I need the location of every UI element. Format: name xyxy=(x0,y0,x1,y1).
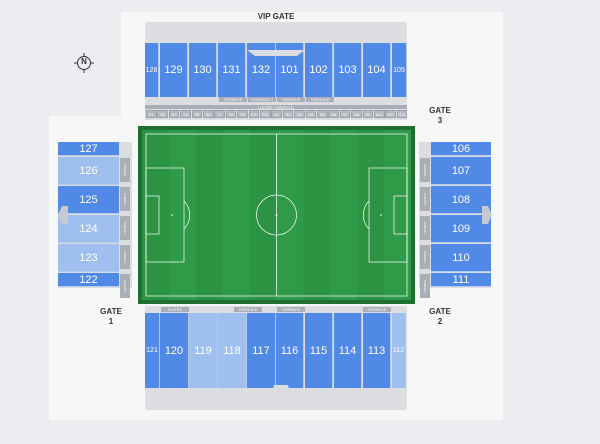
south-club-label: TERRACE xyxy=(234,307,262,312)
center-spot xyxy=(275,214,278,216)
pitch xyxy=(138,126,415,304)
west-cabana: CABANA xyxy=(120,274,130,298)
section-128[interactable]: 128 xyxy=(145,43,159,97)
pitch-stripe xyxy=(195,130,223,300)
center-circle xyxy=(256,194,297,236)
pitch-stripe xyxy=(357,130,385,300)
vip-gate-label: VIP GATE xyxy=(257,12,295,21)
west-cabana: CABANA xyxy=(120,245,130,269)
section-110[interactable]: 110 xyxy=(431,244,491,272)
east-cabana: CABANA xyxy=(420,245,430,269)
section-127[interactable]: 127 xyxy=(58,142,119,156)
south-club-label: SUITES xyxy=(161,307,189,312)
suite-box-N12[interactable]: N12 xyxy=(396,110,408,118)
section-102[interactable]: 102 xyxy=(305,43,333,97)
suite-box-S8[interactable]: S8 xyxy=(225,110,237,118)
section-117[interactable]: 117 xyxy=(247,313,276,388)
north-club-label: TERRACE 2 xyxy=(248,97,276,102)
suite-box-N7[interactable]: N7 xyxy=(339,110,351,118)
east-cabana: CABANA xyxy=(420,158,430,182)
section-109[interactable]: 109 xyxy=(431,215,491,243)
suite-box-N8[interactable]: N8 xyxy=(351,110,362,118)
section-111[interactable]: 111 xyxy=(431,273,491,287)
suite-box-S1[interactable]: S1 xyxy=(146,110,157,118)
suite-box-S5[interactable]: S5 xyxy=(191,110,203,118)
section-120[interactable]: 120 xyxy=(160,313,189,388)
north-club-label: TERRACE xyxy=(277,97,305,102)
section-125[interactable]: 125 xyxy=(58,186,119,214)
east-cabana: CABANA xyxy=(420,216,430,240)
section-122[interactable]: 122 xyxy=(58,273,119,287)
east-cabana: CABANA xyxy=(420,274,430,298)
east-tunnel xyxy=(482,206,492,224)
suite-box-N6[interactable]: N6 xyxy=(328,110,339,118)
vip-tunnel xyxy=(247,43,305,56)
pitch-stripe xyxy=(142,130,169,300)
section-104[interactable]: 104 xyxy=(363,43,391,97)
section-105[interactable]: 105 xyxy=(392,43,407,97)
suite-box-S9[interactable]: S9 xyxy=(237,110,248,118)
east-cabana: CABANA xyxy=(420,187,430,211)
south-tunnel xyxy=(272,380,290,393)
suite-box-S6[interactable]: S6 xyxy=(203,110,214,118)
suite-box-N1[interactable]: N1 xyxy=(271,110,282,118)
section-123[interactable]: 123 xyxy=(58,244,119,272)
section-113[interactable]: 113 xyxy=(363,313,391,388)
lodge-label: LODGE / MIDFIELD xyxy=(145,105,407,109)
suite-box-S3[interactable]: S3 xyxy=(168,110,180,118)
section-115[interactable]: 115 xyxy=(305,313,333,388)
west-cabana: CABANA xyxy=(120,187,130,211)
right-goal-area xyxy=(393,195,408,235)
suite-box-S2[interactable]: S2 xyxy=(157,110,168,118)
section-130[interactable]: 130 xyxy=(189,43,217,97)
section-121[interactable]: 121 xyxy=(145,313,160,388)
section-131[interactable]: 131 xyxy=(218,43,246,97)
right-penalty-spot xyxy=(380,214,382,216)
suite-box-N2[interactable]: N2 xyxy=(282,110,294,118)
left-penalty-spot xyxy=(171,214,173,216)
section-103[interactable]: 103 xyxy=(334,43,362,97)
section-114[interactable]: 114 xyxy=(334,313,362,388)
section-108[interactable]: 108 xyxy=(431,186,491,214)
suite-box-S11[interactable]: S11 xyxy=(260,110,271,118)
section-112[interactable]: 112 xyxy=(392,313,406,388)
west-tunnel xyxy=(58,206,68,224)
left-goal-area xyxy=(145,195,160,235)
suite-box-N10[interactable]: N10 xyxy=(374,110,385,118)
north-club-label: TERRACE xyxy=(306,97,334,102)
suite-box-S10[interactable]: S10 xyxy=(248,110,260,118)
suite-box-N3[interactable]: N3 xyxy=(294,110,305,118)
north-club-label: TERRACE xyxy=(219,97,247,102)
suite-box-N5[interactable]: N5 xyxy=(317,110,328,118)
suite-box-N11[interactable]: N11 xyxy=(385,110,396,118)
compass-icon: N xyxy=(74,53,94,73)
section-126[interactable]: 126 xyxy=(58,157,119,185)
suite-box-N9[interactable]: N9 xyxy=(362,110,374,118)
south-club-label: TERRACE xyxy=(277,307,305,312)
suite-box-N4[interactable]: N4 xyxy=(305,110,317,118)
left-penalty-arc xyxy=(183,200,190,230)
suite-box-S7[interactable]: S7 xyxy=(214,110,225,118)
right-penalty-arc xyxy=(363,200,370,230)
west-cabana: CABANA xyxy=(120,158,130,182)
suite-box-S4[interactable]: S4 xyxy=(180,110,191,118)
pitch-stripe xyxy=(249,130,277,300)
west-cabana: CABANA xyxy=(120,216,130,240)
section-116[interactable]: 116 xyxy=(276,313,304,388)
south-club-label: TERRACE xyxy=(363,307,391,312)
section-129[interactable]: 129 xyxy=(160,43,188,97)
section-119[interactable]: 119 xyxy=(189,313,218,388)
section-124[interactable]: 124 xyxy=(58,215,119,243)
section-106[interactable]: 106 xyxy=(431,142,491,156)
pitch-stripe xyxy=(303,130,331,300)
section-118[interactable]: 118 xyxy=(218,313,247,388)
section-107[interactable]: 107 xyxy=(431,157,491,185)
